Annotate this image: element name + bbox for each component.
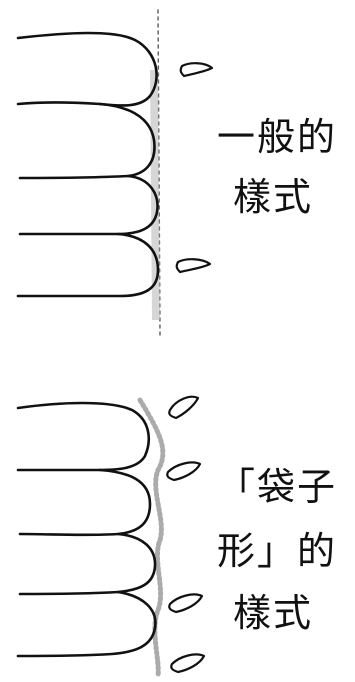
bag-hook-2	[167, 462, 200, 480]
general-hook-2	[177, 259, 210, 272]
general-lobe-2	[20, 104, 154, 178]
bag-hook-1	[169, 397, 198, 418]
bag-style-label-line3: 樣式	[233, 594, 313, 632]
general-style-label-line1: 一般的	[217, 118, 337, 156]
bag-style-figure	[18, 397, 204, 676]
bag-stipple-band	[140, 400, 163, 676]
bag-hook-3	[169, 594, 202, 612]
general-lobe-1	[18, 33, 157, 106]
general-style-figure	[18, 10, 212, 335]
bag-style-label-line2: 形」的	[217, 532, 337, 570]
general-hook-1	[181, 63, 212, 76]
general-lobe-4	[18, 234, 158, 296]
bag-lobe-4	[18, 592, 155, 656]
bag-lobe-2	[20, 470, 150, 535]
bag-lobe-3	[20, 534, 155, 594]
general-lobe-3	[20, 176, 158, 234]
general-style-label-line2: 樣式	[233, 178, 313, 216]
bag-lobe-1	[18, 403, 149, 470]
bag-hook-4	[171, 654, 204, 672]
bag-style-label-line1: 「袋子	[217, 468, 337, 506]
